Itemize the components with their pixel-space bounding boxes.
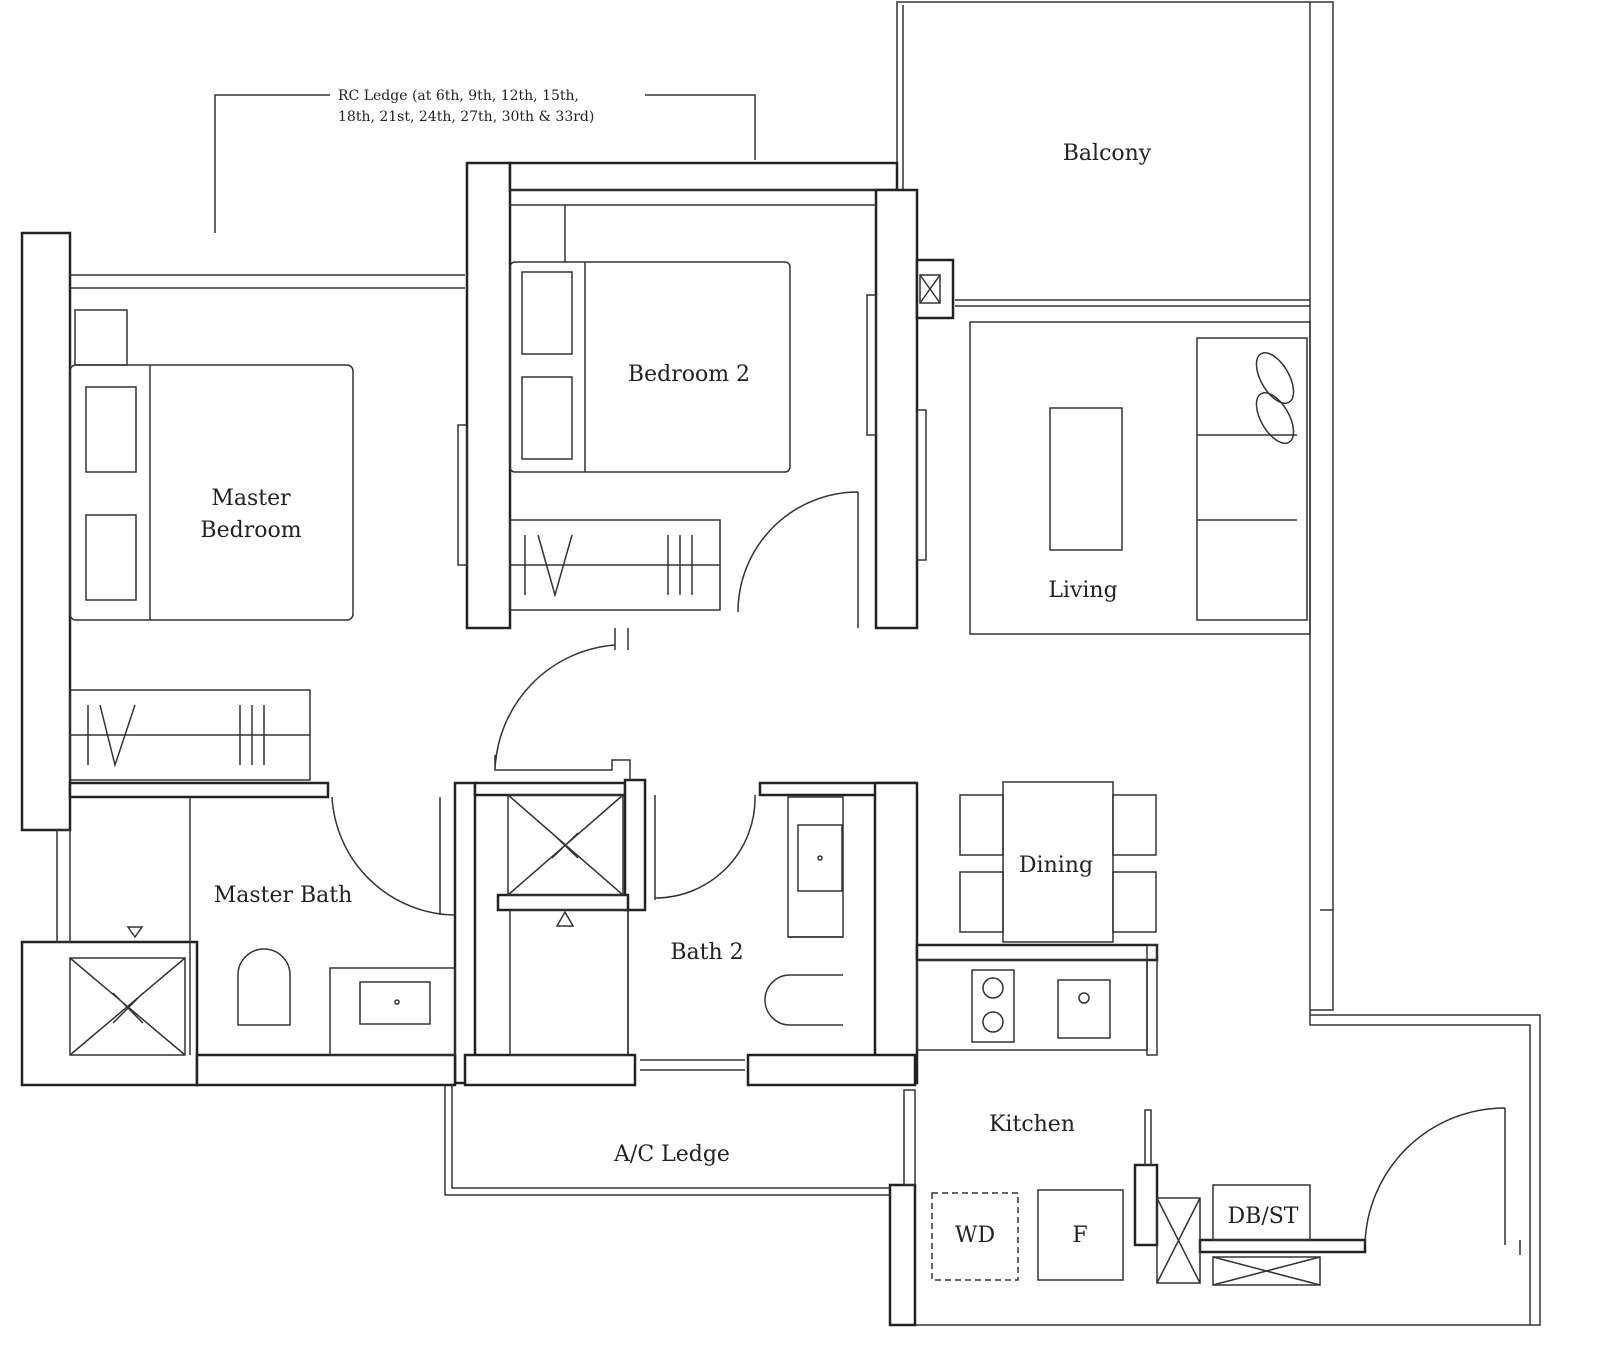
- room-label-balcony: Balcony: [1063, 141, 1152, 166]
- rc-ledge-note-line1: RC Ledge (at 6th, 9th, 12th, 15th,: [338, 88, 579, 104]
- room-label-living: Living: [1048, 578, 1117, 603]
- rc-ledge-leader: [214, 94, 756, 233]
- room-label-bedroom2: Bedroom 2: [628, 362, 750, 387]
- room-label-ac-ledge: A/C Ledge: [613, 1142, 730, 1167]
- shaft-icon: [919, 274, 941, 304]
- rc-ledge-note-line2: 18th, 21st, 24th, 27th, 30th & 33rd): [338, 109, 594, 125]
- kitchen-fixtures: [916, 944, 1521, 1286]
- windows: [56, 189, 927, 1196]
- master-bath-fixtures: [69, 796, 456, 1056]
- room-label-master-bedroom-2: Bedroom: [200, 518, 301, 543]
- master-bed: [69, 309, 354, 781]
- room-label-master-bedroom: Master: [211, 486, 291, 511]
- dining-table: [959, 781, 1157, 943]
- bedroom2-bed: [509, 205, 859, 628]
- label-fridge: F: [1072, 1223, 1087, 1248]
- label-washer-dryer: WD: [955, 1223, 995, 1248]
- bath2-fixtures: [507, 794, 844, 1056]
- room-label-master-bath: Master Bath: [214, 883, 353, 908]
- walls: [20, 161, 1367, 1327]
- label-db-store: DB/ST: [1228, 1204, 1299, 1229]
- door-swing: [494, 628, 631, 780]
- room-label-kitchen: Kitchen: [989, 1112, 1075, 1137]
- balcony-outline: [896, 1, 1310, 307]
- living-furniture: [969, 321, 1311, 635]
- room-label-bath2: Bath 2: [670, 940, 743, 965]
- room-label-dining: Dining: [1019, 853, 1093, 878]
- exterior-wall: [889, 1, 1541, 1326]
